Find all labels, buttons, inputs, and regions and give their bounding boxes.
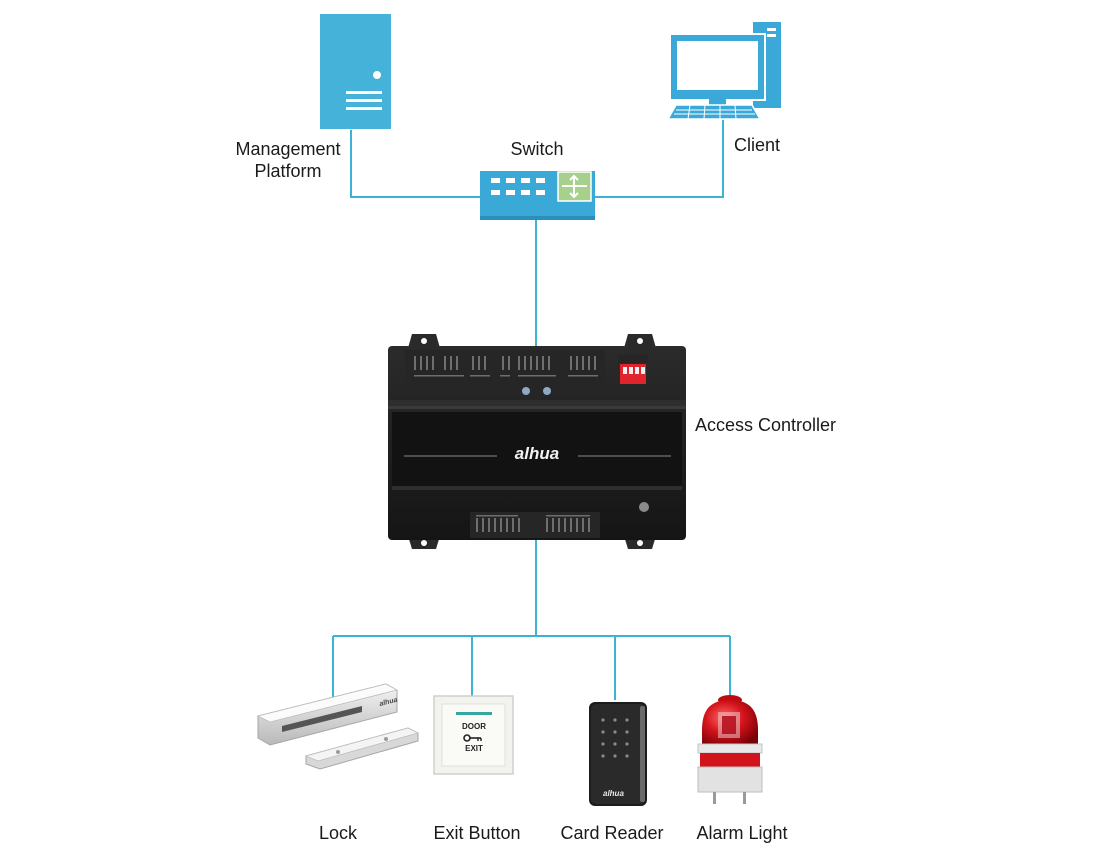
svg-text:alhua: alhua — [379, 697, 399, 708]
reader-brand-logo: alhua — [603, 789, 624, 798]
controller-brand-logo: alhua — [515, 444, 559, 463]
management-platform-label: Management Platform — [235, 138, 340, 182]
exit-button-label: Exit Button — [433, 823, 521, 843]
exit-button-face-top: DOOR — [462, 722, 486, 731]
card-reader-label: Card Reader — [560, 823, 664, 843]
server-icon — [320, 14, 391, 129]
desktop-computer-icon — [666, 22, 781, 120]
line-client-switch — [594, 120, 724, 198]
connectors — [332, 120, 731, 700]
lock-label: Lock — [318, 823, 358, 843]
magnetic-lock-icon: alhua — [256, 683, 420, 770]
access-controller-label: Access Controller — [695, 415, 837, 435]
alarm-light-icon — [697, 695, 763, 804]
line-platform-switch — [350, 130, 483, 198]
access-controller-device: alhua — [388, 334, 686, 549]
management-platform-label-text: Management Platform — [235, 139, 341, 181]
alarm-light-label: Alarm Light — [696, 823, 788, 843]
client-label: Client — [733, 135, 781, 155]
exit-button-face-bottom: EXIT — [465, 744, 483, 753]
exit-button-icon: DOOR EXIT — [433, 695, 514, 775]
switch-label: Switch — [510, 139, 564, 159]
network-switch-icon — [480, 171, 595, 220]
card-reader-icon: alhua — [589, 702, 647, 806]
